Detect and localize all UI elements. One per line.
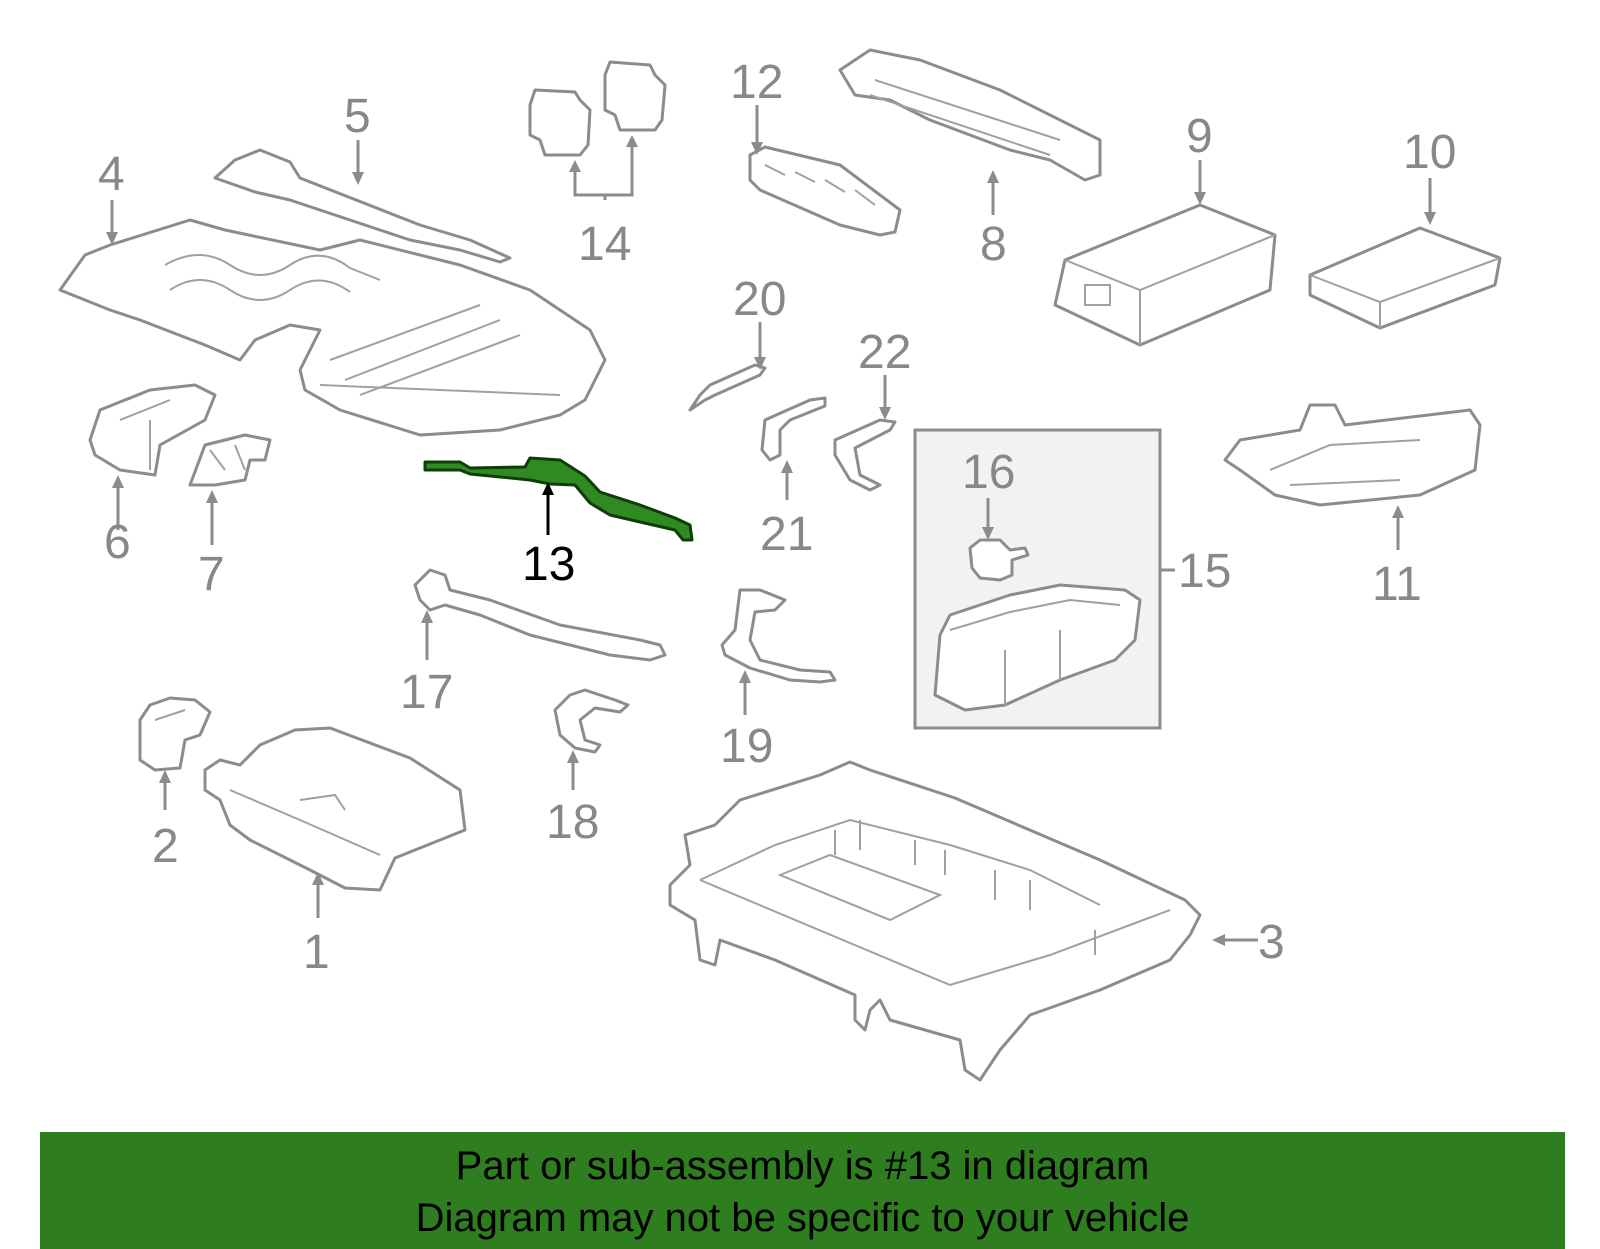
part-21-bracket[interactable] xyxy=(760,396,827,462)
callout-labels: 1 2 3 4 5 6 7 8 9 10 11 12 13 14 15 16 1… xyxy=(98,56,1456,979)
callout-9: 9 xyxy=(1186,110,1213,163)
callout-12: 12 xyxy=(730,56,783,109)
part-1-battery-module[interactable] xyxy=(203,726,467,892)
callout-14: 14 xyxy=(578,218,631,271)
part-15-inset[interactable] xyxy=(913,428,1162,730)
part-4-cover-plate[interactable] xyxy=(58,218,607,437)
callout-3: 3 xyxy=(1258,916,1285,969)
part-11-mount-bracket[interactable] xyxy=(1223,403,1482,507)
part-9-control-unit[interactable] xyxy=(1053,203,1277,347)
info-banner-line-1: Part or sub-assembly is #13 in diagram xyxy=(455,1144,1150,1188)
part-5-bracket[interactable] xyxy=(213,148,512,264)
leader-arrows xyxy=(106,105,1436,946)
callout-8: 8 xyxy=(980,218,1007,271)
part-19-bracket[interactable] xyxy=(720,588,837,684)
callout-16: 16 xyxy=(962,446,1015,499)
part-10-module[interactable] xyxy=(1308,226,1502,330)
callout-15: 15 xyxy=(1178,545,1231,598)
part-20-bracket[interactable] xyxy=(688,363,767,412)
callout-4: 4 xyxy=(98,148,125,201)
part-12-connector-block[interactable] xyxy=(748,145,902,237)
callout-10: 10 xyxy=(1403,126,1456,179)
callout-1: 1 xyxy=(303,926,330,979)
callout-17: 17 xyxy=(400,666,453,719)
part-14-relays[interactable] xyxy=(528,60,667,157)
part-17-bracket[interactable] xyxy=(413,568,667,662)
callout-21: 21 xyxy=(760,508,813,561)
info-banner: Part or sub-assembly is #13 in diagram D… xyxy=(40,1132,1565,1249)
part-7-clip[interactable] xyxy=(188,433,272,487)
callout-22: 22 xyxy=(858,326,911,379)
callout-20: 20 xyxy=(733,273,786,326)
callout-7: 7 xyxy=(198,548,225,601)
part-22-bracket[interactable] xyxy=(833,418,897,492)
part-2-cover[interactable] xyxy=(138,696,212,772)
part-3-battery-tray[interactable] xyxy=(668,760,1202,1082)
callout-13: 13 xyxy=(522,538,575,591)
info-banner-line-2: Diagram may not be specific to your vehi… xyxy=(415,1196,1190,1240)
callout-19: 19 xyxy=(720,720,773,773)
part-18-bracket[interactable] xyxy=(553,688,630,754)
callout-2: 2 xyxy=(152,820,179,873)
callout-5: 5 xyxy=(344,90,371,143)
part-8-rail[interactable] xyxy=(838,48,1102,182)
part-13-cable-highlighted[interactable] xyxy=(423,456,694,542)
parts-diagram: 1 2 3 4 5 6 7 8 9 10 11 12 13 14 15 16 1… xyxy=(58,48,1502,1082)
part-6-cover[interactable] xyxy=(88,383,217,477)
callout-11: 11 xyxy=(1372,558,1422,611)
callout-18: 18 xyxy=(546,796,599,849)
callout-6: 6 xyxy=(104,516,131,569)
